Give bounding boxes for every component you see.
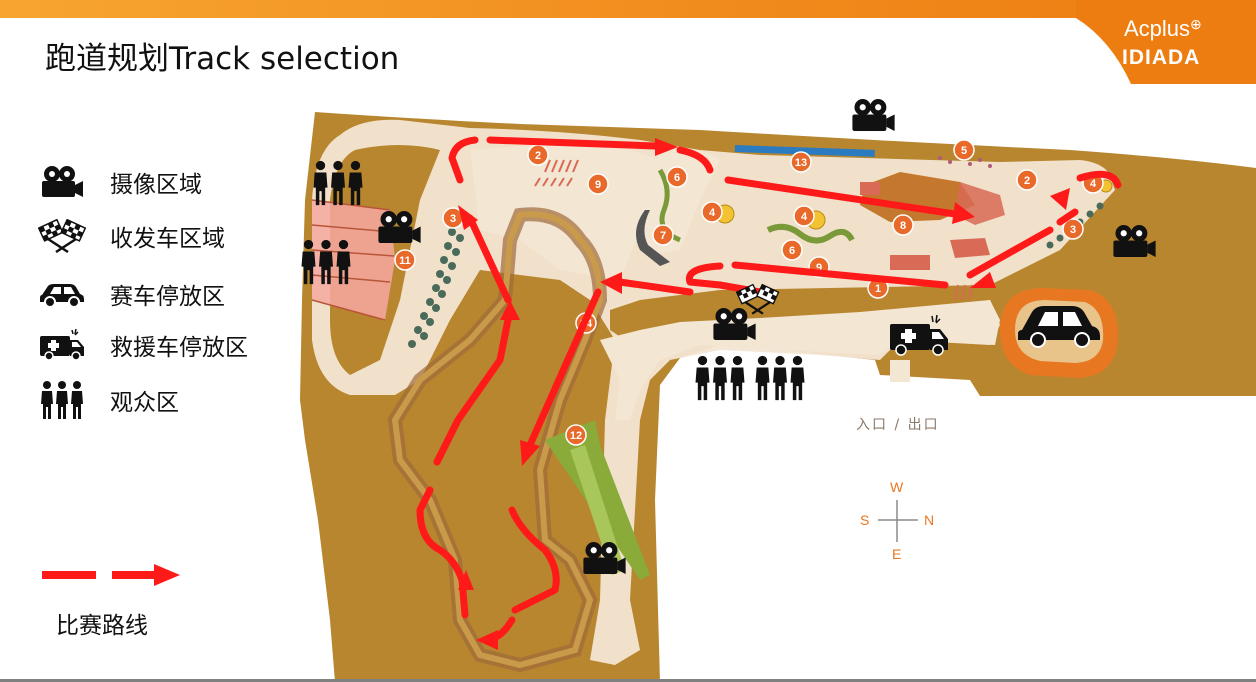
marker-7: 7	[652, 224, 674, 246]
marker-4b: 4	[793, 205, 815, 227]
logo-tab	[1076, 0, 1256, 84]
svg-text:4: 4	[709, 207, 716, 219]
svg-text:6: 6	[674, 172, 680, 184]
svg-text:11: 11	[399, 255, 411, 267]
race-route	[416, 136, 1122, 644]
route-legend-label: 比赛路线	[56, 613, 148, 639]
compass-south-label: S	[860, 512, 870, 528]
car-icon	[1018, 306, 1100, 348]
ambulance-icon	[36, 325, 88, 365]
car-icon	[36, 274, 88, 314]
marker-6: 6	[666, 166, 688, 188]
svg-text:4: 4	[1090, 178, 1097, 190]
svg-text:3: 3	[450, 213, 456, 225]
svg-text:4: 4	[801, 211, 808, 223]
legend-item-camera: 摄像区域	[36, 162, 202, 202]
svg-text:1: 1	[875, 283, 881, 295]
svg-text:7: 7	[660, 230, 666, 242]
legend-item-spectators: 观众区	[36, 380, 179, 420]
legend-label: 观众区	[110, 390, 179, 416]
bottom-rule	[0, 679, 1256, 682]
legend-label: 赛车停放区	[110, 284, 225, 310]
compass-east-label: E	[892, 546, 902, 562]
svg-text:2: 2	[535, 150, 541, 162]
logo-idiada: IDIADA	[1122, 46, 1201, 69]
svg-text:3: 3	[1070, 224, 1076, 236]
legend-item-race-car: 赛车停放区	[36, 274, 225, 314]
svg-text:6: 6	[789, 245, 795, 257]
camera-icon	[852, 99, 895, 131]
svg-text:9: 9	[816, 262, 822, 274]
marker-11: 11	[394, 249, 416, 271]
marker-12: 12	[565, 424, 587, 446]
marker-5: 5	[953, 139, 975, 161]
legend-label: 收发车区域	[110, 226, 225, 252]
entry-exit-label: 入口 / 出口	[856, 417, 940, 433]
checkered-flags-icon	[36, 216, 88, 256]
marker-9: 9	[587, 173, 609, 195]
compass-icon	[878, 500, 918, 542]
marker-2: 2	[527, 144, 549, 166]
svg-text:8: 8	[900, 220, 906, 232]
top-orange-band	[0, 0, 1256, 18]
ambulance-icon	[890, 314, 948, 356]
marker-2b: 2	[1016, 169, 1038, 191]
legend-item-start-finish: 收发车区域	[36, 216, 225, 256]
spectators-icon	[695, 355, 745, 401]
svg-text:5: 5	[961, 145, 967, 157]
marker-6b: 6	[781, 239, 803, 261]
page-title: 跑道规划Track selection	[45, 41, 400, 77]
logo-acplus: Acplus⊕	[1124, 16, 1202, 41]
svg-text:9: 9	[595, 179, 601, 191]
svg-text:2: 2	[1024, 175, 1030, 187]
legend-item-ambulance: 救援车停放区	[36, 325, 248, 365]
marker-4: 4	[701, 201, 723, 223]
svg-text:13: 13	[795, 157, 807, 169]
spectators-icon	[755, 355, 805, 401]
svg-text:12: 12	[570, 430, 582, 442]
marker-3b: 3	[1062, 218, 1084, 240]
race-route-arrowheads	[458, 138, 1070, 650]
camera-icon	[36, 162, 88, 202]
marker-13: 13	[790, 151, 812, 173]
compass-north-label: N	[924, 512, 935, 528]
compass-west-label: W	[890, 479, 904, 495]
checkered-flags-icon	[735, 283, 780, 315]
legend-label: 摄像区域	[110, 172, 202, 198]
marker-8: 8	[892, 214, 914, 236]
spectators-icon	[36, 380, 88, 420]
red-dashed-arrow-icon	[42, 562, 182, 590]
legend-label: 救援车停放区	[110, 335, 248, 361]
